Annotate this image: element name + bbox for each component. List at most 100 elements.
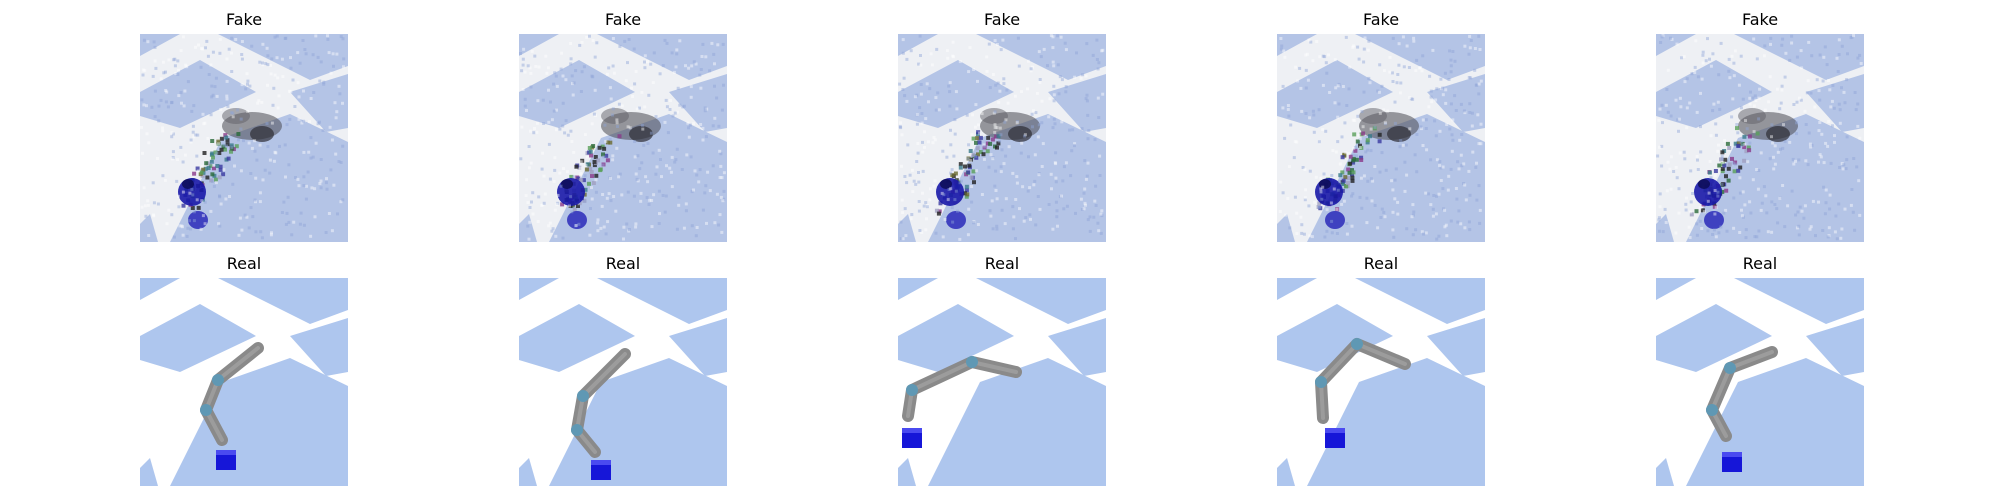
- grain-pixel: [1413, 153, 1417, 157]
- grain-pixel: [298, 61, 302, 65]
- grain-pixel: [1311, 109, 1315, 113]
- grain-pixel: [594, 114, 597, 118]
- grain-pixel: [146, 203, 150, 207]
- noise-pixel: [224, 135, 229, 140]
- grain-pixel: [1302, 232, 1306, 236]
- grain-pixel: [250, 44, 254, 48]
- grain-pixel: [548, 177, 552, 181]
- grain-pixel: [550, 118, 554, 122]
- grain-pixel: [1384, 168, 1388, 172]
- noise-pixel: [1340, 170, 1345, 175]
- grain-pixel: [948, 104, 952, 108]
- grain-pixel: [261, 42, 265, 46]
- grain-pixel: [1477, 92, 1481, 96]
- grain-pixel: [1281, 191, 1285, 195]
- grain-pixel: [1790, 189, 1794, 193]
- grain-pixel: [1657, 218, 1661, 222]
- grain-pixel: [999, 165, 1003, 169]
- noise-pixel: [982, 145, 987, 150]
- grain-pixel: [1843, 207, 1847, 211]
- grain-pixel: [1772, 167, 1776, 171]
- grain-pixel: [1728, 76, 1732, 80]
- grain-pixel: [708, 189, 712, 193]
- grain-pixel: [1336, 188, 1340, 192]
- grain-pixel: [670, 155, 674, 159]
- grain-pixel: [291, 78, 295, 82]
- grain-pixel: [1695, 233, 1699, 237]
- grain-pixel: [633, 140, 637, 143]
- real-panel-1: Real: [140, 254, 348, 486]
- grain-pixel: [978, 131, 982, 135]
- grain-pixel: [536, 99, 540, 103]
- grain-pixel: [604, 232, 608, 236]
- checkerboard-floor: [898, 34, 1106, 242]
- grain-pixel: [1757, 169, 1761, 172]
- grain-pixel: [1732, 61, 1736, 65]
- grain-pixel: [982, 157, 986, 161]
- grain-pixel: [945, 155, 949, 159]
- grain-pixel: [206, 54, 210, 58]
- grain-pixel: [1689, 169, 1693, 173]
- grain-pixel: [1440, 87, 1444, 91]
- grain-pixel: [167, 58, 171, 62]
- grain-pixel: [1727, 69, 1731, 73]
- grain-pixel: [1850, 35, 1854, 39]
- grain-pixel: [1449, 167, 1453, 171]
- grain-pixel: [626, 190, 630, 194]
- grain-pixel: [1041, 142, 1045, 146]
- grain-pixel: [1388, 70, 1392, 74]
- grain-pixel: [265, 122, 269, 125]
- grain-pixel: [230, 36, 234, 40]
- grain-pixel: [966, 233, 970, 237]
- grain-pixel: [1468, 193, 1472, 197]
- noise-pixel: [592, 163, 597, 168]
- grain-pixel: [994, 169, 998, 173]
- grain-pixel: [1418, 66, 1422, 70]
- grain-pixel: [1020, 90, 1023, 94]
- grain-pixel: [1661, 121, 1664, 125]
- grain-pixel: [956, 209, 959, 213]
- grain-pixel: [1467, 76, 1471, 79]
- grain-pixel: [181, 35, 185, 39]
- grain-pixel: [280, 211, 284, 214]
- grain-pixel: [1390, 179, 1394, 183]
- grain-pixel: [673, 111, 677, 115]
- grain-pixel: [301, 39, 305, 42]
- noise-pixel: [589, 153, 594, 158]
- grain-pixel: [316, 122, 320, 126]
- grain-pixel: [1818, 98, 1822, 102]
- grain-pixel: [1717, 231, 1721, 235]
- grain-pixel: [531, 212, 535, 216]
- grain-pixel: [633, 155, 637, 159]
- grain-pixel: [633, 82, 637, 86]
- grain-pixel: [1419, 127, 1423, 131]
- grain-pixel: [929, 52, 933, 56]
- noise-pixel: [568, 204, 573, 208]
- grain-pixel: [240, 40, 244, 43]
- floor-tile: [1656, 278, 1696, 300]
- grain-pixel: [1303, 196, 1307, 200]
- grain-pixel: [200, 164, 204, 168]
- grain-pixel: [328, 125, 332, 129]
- grain-pixel: [900, 198, 904, 202]
- grain-pixel: [1724, 208, 1728, 212]
- grain-pixel: [1088, 215, 1092, 219]
- noise-pixel: [229, 149, 233, 154]
- grain-pixel: [1474, 83, 1478, 87]
- grain-pixel: [1669, 187, 1673, 191]
- grain-pixel: [935, 47, 939, 51]
- grain-pixel: [563, 131, 567, 135]
- grain-pixel: [1752, 37, 1756, 41]
- floor-tile: [140, 278, 180, 300]
- grain-pixel: [526, 224, 530, 228]
- grain-pixel: [171, 156, 175, 159]
- grain-pixel: [680, 168, 684, 171]
- grain-pixel: [1341, 85, 1345, 88]
- noise-pixel: [1343, 175, 1348, 180]
- grain-pixel: [1677, 117, 1681, 121]
- grain-pixel: [258, 191, 262, 195]
- noise-pixel: [1736, 143, 1741, 148]
- grain-pixel: [523, 97, 527, 101]
- grain-pixel: [1477, 34, 1481, 38]
- noise-pixel: [203, 166, 208, 171]
